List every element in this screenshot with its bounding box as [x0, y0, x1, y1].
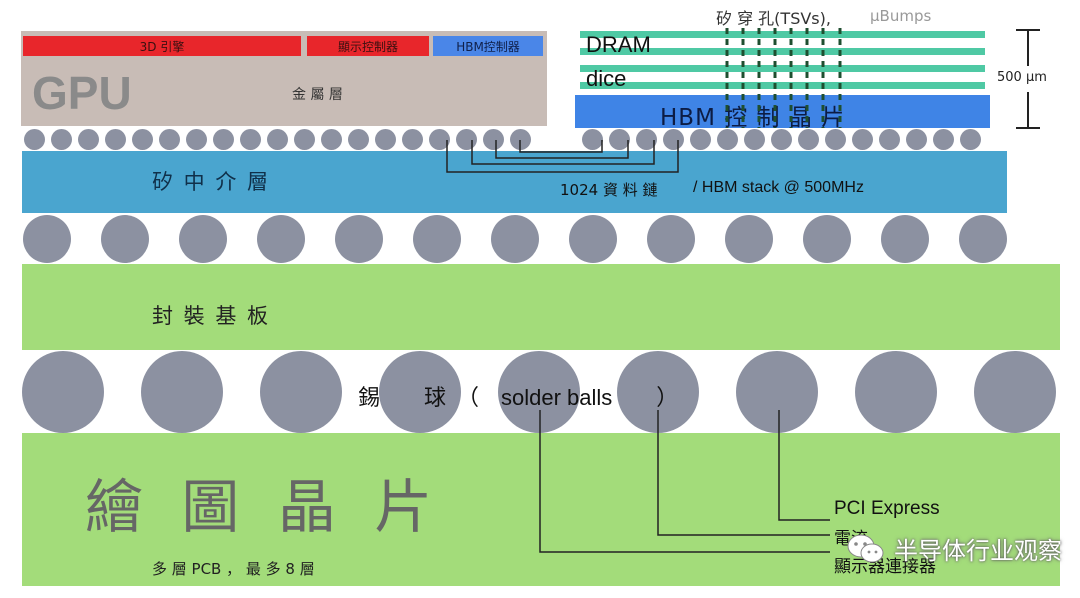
dram-layer-1 — [580, 31, 985, 38]
micro-bump — [878, 128, 900, 150]
solder-ball — [855, 351, 937, 433]
c4-bump — [257, 215, 305, 263]
solder-ball — [260, 351, 342, 433]
solder-balls-label: 錫 球 （ solder balls ） — [358, 385, 679, 410]
c4-bump — [569, 215, 617, 263]
metal-layer-label: 金 屬 層 — [292, 87, 343, 103]
tsv-label: 矽 穿 孔(TSVs), — [716, 9, 831, 28]
3d-engine-block — [23, 36, 301, 56]
micro-bump — [347, 128, 369, 150]
micro-bump — [716, 128, 738, 150]
c4-bump — [335, 215, 383, 263]
micro-bump — [131, 128, 153, 150]
c4-bump — [959, 215, 1007, 263]
hbm-controller-block — [433, 36, 543, 56]
micro-bump — [428, 128, 450, 150]
stack-height-label: 500 μm — [997, 70, 1047, 85]
graphics-card-pcb — [22, 433, 1060, 586]
hbm-controller-die-label: HBM 控 制 晶 片 — [660, 105, 846, 131]
micro-bump — [401, 128, 423, 150]
interposer-links — [446, 140, 679, 173]
substrate-label: 封 裝 基 板 — [152, 304, 271, 328]
micro-bump — [104, 128, 126, 150]
c4-bump — [803, 215, 851, 263]
c4-bump — [491, 215, 539, 263]
micro-bump — [320, 128, 342, 150]
ubumps-label: μBumps — [870, 7, 932, 25]
micro-bump — [851, 128, 873, 150]
display-connector-label: 顯示器連接器 — [834, 557, 936, 577]
micro-bump — [689, 128, 711, 150]
solder-ball — [22, 351, 104, 433]
micro-bump — [374, 128, 396, 150]
solder-ball — [141, 351, 223, 433]
tsv-columns — [725, 28, 842, 128]
solder-ball — [974, 351, 1056, 433]
data-links-label: 1024 資 料 鏈 — [560, 181, 658, 199]
gpu-title: GPU — [32, 67, 132, 119]
solder-ball — [498, 351, 580, 433]
wechat-icon — [847, 534, 884, 562]
hbm-stack-speed-label: / HBM stack @ 500MHz — [693, 179, 864, 196]
board-connection-lines — [539, 410, 830, 553]
micro-bump — [743, 128, 765, 150]
dice-label: dice — [586, 66, 627, 91]
micro-bump — [905, 128, 927, 150]
silicon-interposer — [22, 151, 1007, 213]
graphics-card-title: 繪 圖 晶 片 — [85, 473, 443, 541]
3d-engine-label: 3D 引擎 — [139, 40, 185, 54]
micro-bump — [635, 128, 657, 150]
c4-bump — [725, 215, 773, 263]
micro-bump — [824, 128, 846, 150]
c4-bump — [101, 215, 149, 263]
c4-bump — [881, 215, 929, 263]
height-scale-bracket — [1016, 29, 1040, 129]
micro-bump — [212, 128, 234, 150]
micro-bump — [581, 128, 603, 150]
c4-bump — [647, 215, 695, 263]
micro-bump — [185, 128, 207, 150]
interposer-label: 矽 中 介 層 — [152, 170, 271, 194]
micro-bump — [932, 128, 954, 150]
dram-layer-2 — [580, 48, 985, 55]
c4-bump — [413, 215, 461, 263]
solder-ball — [379, 351, 461, 433]
micro-bump — [77, 128, 99, 150]
hbm-controller-die — [575, 95, 990, 128]
micro-bump — [482, 128, 504, 150]
micro-bump — [293, 128, 315, 150]
c4-bump — [23, 215, 71, 263]
dram-label: DRAM — [586, 32, 651, 57]
micro-bump — [959, 128, 981, 150]
watermark: 半导体行业观察 — [846, 531, 1062, 566]
micro-bump — [23, 128, 45, 150]
hbm-controller-label: HBM控制器 — [456, 40, 520, 54]
micro-bump — [797, 128, 819, 150]
micro-bump — [266, 128, 288, 150]
display-controller-block — [307, 36, 429, 56]
dram-layer-4 — [580, 82, 985, 89]
solder-ball — [736, 351, 818, 433]
micro-bump — [239, 128, 261, 150]
c4-bump — [179, 215, 227, 263]
pcb-layers-label: 多 層 PCB ， 最 多 8 層 — [152, 560, 315, 578]
micro-bump — [770, 128, 792, 150]
dram-layer-3 — [580, 65, 985, 72]
micro-bump — [158, 128, 180, 150]
watermark-text: 半导体行业观察 — [894, 537, 1062, 565]
pci-express-label: PCI Express — [834, 498, 940, 519]
micro-bump — [50, 128, 72, 150]
micro-bump — [509, 128, 531, 150]
package-substrate — [22, 264, 1060, 350]
micro-bump — [608, 128, 630, 150]
display-controller-label: 顯示控制器 — [337, 40, 398, 54]
